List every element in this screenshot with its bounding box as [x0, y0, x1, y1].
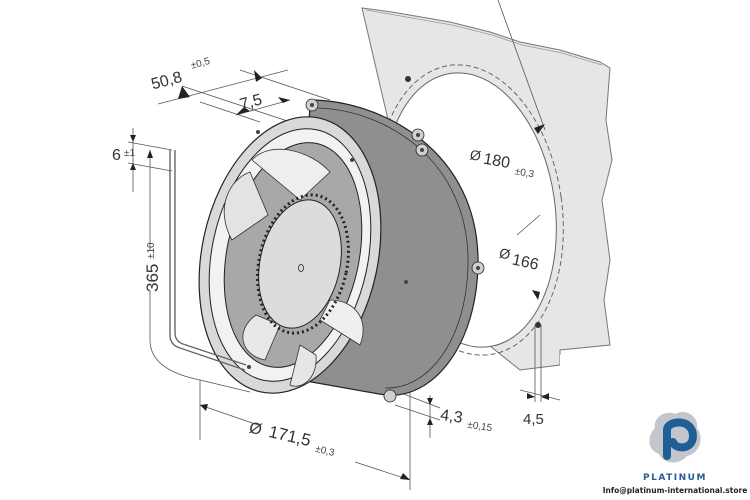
svg-text:Ø: Ø	[248, 420, 264, 439]
svg-text:±0,3: ±0,3	[314, 444, 336, 459]
svg-text:4,5: 4,5	[523, 411, 544, 428]
svg-text:±0,5: ±0,5	[190, 56, 212, 72]
dim-flange: 7,5	[238, 91, 264, 113]
brand-email[interactable]: Info@platinum-international.store	[602, 486, 748, 495]
svg-text:±0,3: ±0,3	[514, 166, 535, 180]
dim-mount-hole: 4,3 ±0,15	[439, 407, 493, 434]
svg-text:6: 6	[112, 147, 121, 164]
platinum-logo-icon	[649, 411, 701, 463]
fan	[198, 98, 485, 403]
brand-block: PLATINUM Info@platinum-international.sto…	[600, 408, 750, 495]
svg-text:±1: ±1	[124, 148, 135, 159]
svg-text:Ø: Ø	[469, 146, 483, 164]
svg-text:180: 180	[482, 151, 511, 172]
dim-panel-hole: 4,5	[523, 411, 544, 428]
dim-outer-diameter: Ø 171,5 ±0,3	[248, 420, 336, 459]
svg-text:365: 365	[143, 264, 162, 292]
svg-text:50,8: 50,8	[149, 69, 184, 94]
dim-cutout: Ø 166	[498, 245, 541, 274]
arrowheads	[130, 70, 549, 480]
svg-text:±10: ±10	[146, 242, 157, 259]
svg-text:7,5: 7,5	[238, 91, 264, 113]
brand-name: PLATINUM	[643, 473, 707, 483]
svg-text:166: 166	[511, 252, 541, 274]
svg-text:±0,15: ±0,15	[466, 420, 493, 434]
svg-text:Ø: Ø	[498, 245, 512, 263]
svg-text:4,3: 4,3	[439, 407, 463, 427]
dim-depth: 50,8 ±0,5	[149, 56, 212, 94]
lead-wires	[169, 150, 247, 371]
svg-text:171,5: 171,5	[267, 422, 313, 450]
dim-lead-strip: 6 ±1	[112, 147, 135, 164]
dim-hole-circle: Ø 180 ±0,3	[469, 146, 536, 180]
dim-lead-length: 365 ±10	[143, 242, 162, 292]
